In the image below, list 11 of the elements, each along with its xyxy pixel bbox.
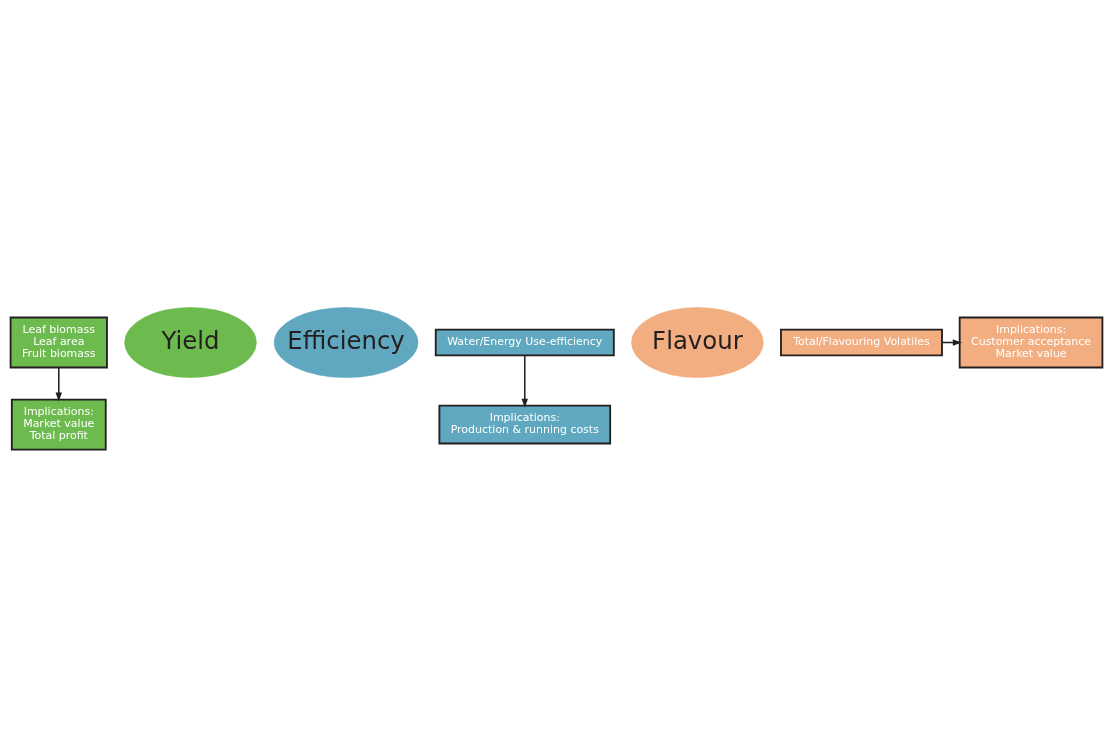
node-box: Leaf biomass Leaf area Fruit biomass [9,316,108,368]
node-ellipse: Yield [124,306,257,378]
node-box: Implications: Market value Total profit [10,398,107,450]
node-box: Implications: Production & running costs [438,404,612,444]
arrow [55,366,62,402]
node-ellipse: Efficiency [273,306,419,378]
arrow [521,354,528,408]
node-box: Water/Energy Use-efficiency [434,328,615,356]
node-box: Implications: Customer acceptance Market value [958,316,1104,368]
node-box: Total/Flavouring Volatiles [780,328,943,356]
node-ellipse: Flavour [631,306,764,378]
